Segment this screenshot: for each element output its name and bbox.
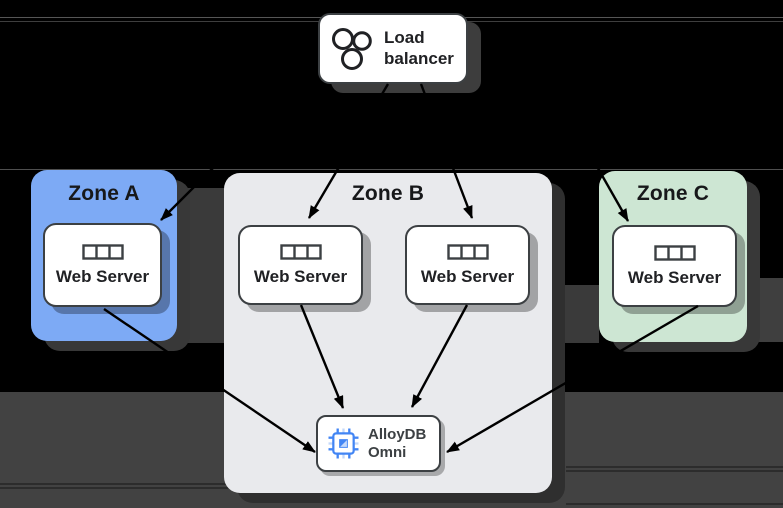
load-balancer-label: Load balancer [384, 28, 454, 68]
zone-b-web-server-1-node: Web Server [238, 225, 363, 305]
background-rule-bottom [566, 503, 783, 505]
background-rule-bottom [0, 483, 237, 485]
server-blade-icon [279, 243, 322, 260]
alloydb-omni-label: AlloyDB Omni [368, 426, 426, 461]
background-rule-mid [0, 169, 783, 170]
background-rule-bottom [566, 470, 783, 472]
background-gap-strip [177, 188, 224, 343]
zone-b-title: Zone B [351, 182, 425, 205]
server-blade-icon [446, 243, 489, 260]
alloydb-label-line1: AlloyDB [368, 426, 427, 444]
zone-a-title: Zone A [68, 182, 140, 205]
load-balancer-circles-icon [332, 27, 372, 70]
web-server-label: Web Server [627, 267, 722, 287]
web-server-label: Web Server [420, 266, 515, 286]
background-gap-strip [552, 285, 599, 343]
zone-a-web-server-node: Web Server [43, 223, 162, 307]
background-rule-bottom [0, 487, 237, 489]
alloydb-omni-node: AlloyDB Omni [316, 415, 441, 472]
web-server-label: Web Server [253, 266, 348, 286]
server-blade-icon [653, 244, 696, 261]
chip-icon [328, 428, 359, 459]
web-server-label: Web Server [55, 266, 150, 286]
zone-c-web-server-node: Web Server [612, 225, 737, 307]
load-balancer-node: Load balancer [318, 13, 468, 84]
zone-c-title: Zone C [636, 182, 710, 205]
server-blade-icon [81, 243, 124, 260]
background-rule-bottom [566, 466, 783, 468]
alloydb-label-line2: Omni [368, 443, 407, 461]
background-gap-strip [747, 278, 783, 342]
zone-b-web-server-2-node: Web Server [405, 225, 530, 305]
